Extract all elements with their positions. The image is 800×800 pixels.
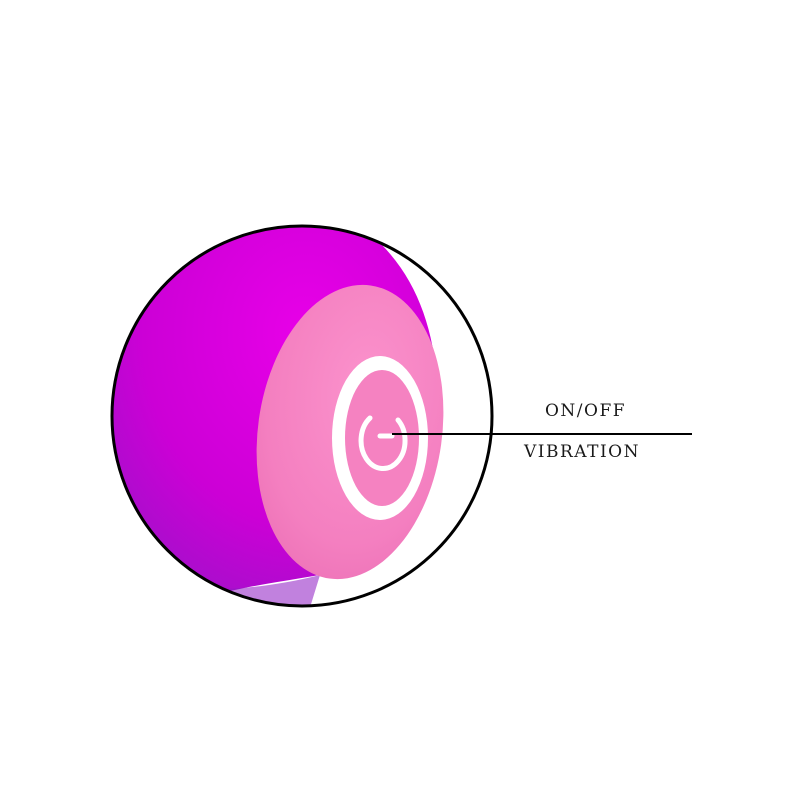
callout-label-vibration: VIBRATION [524,442,640,462]
device-body [112,226,492,606]
callout-label-onoff: ON/OFF [545,401,627,421]
power-button[interactable] [332,356,428,520]
power-icon [358,415,408,471]
zoom-circle [110,224,494,608]
